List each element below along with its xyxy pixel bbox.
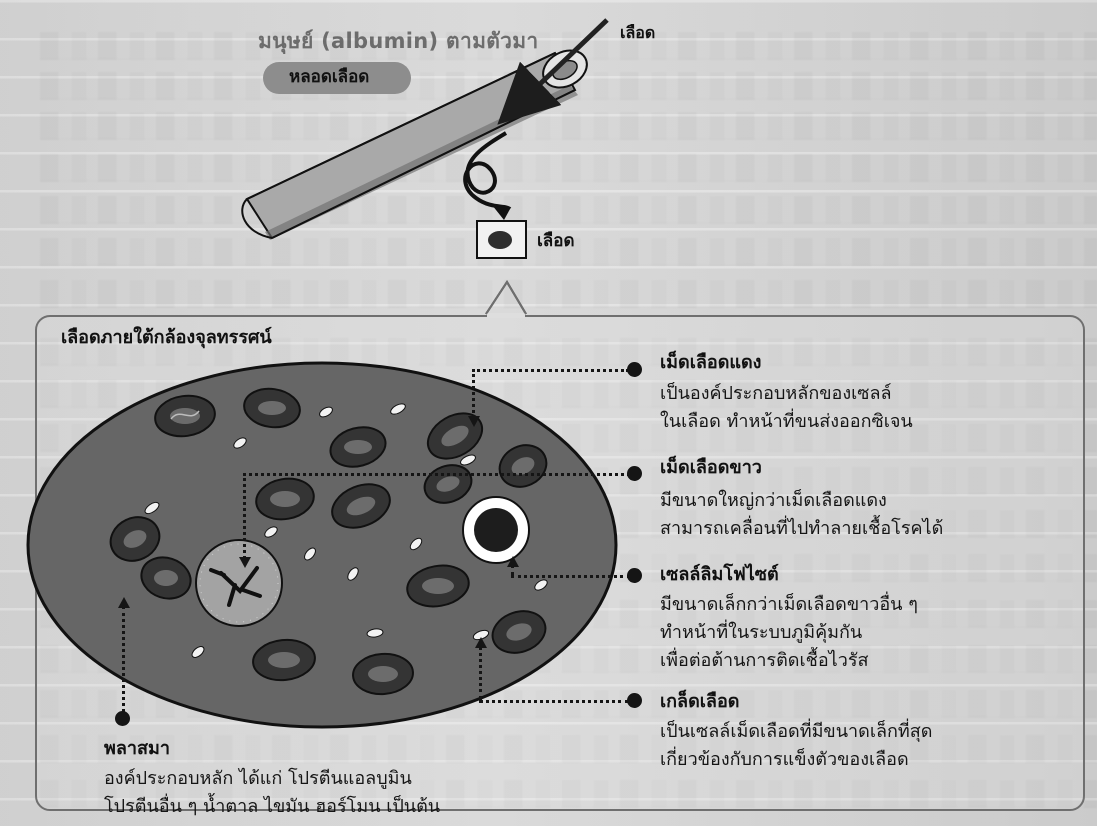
white-blood-cell-title: เม็ดเลือดขาว <box>660 458 762 478</box>
lymphocyte-title: เซลล์ลิมโฟไซต์ <box>660 565 779 585</box>
platelet-title: เกล็ดเลือด <box>660 692 739 712</box>
plasma-title: พลาสมา <box>104 739 170 759</box>
lymphocyte-marker <box>627 568 642 583</box>
platelet-marker <box>627 693 642 708</box>
lymphocyte-line: เพื่อต่อต้านการติดเชื้อไวรัส <box>660 647 918 675</box>
plasma-marker <box>115 711 130 726</box>
white-blood-cell-line: มีขนาดใหญ่กว่าเม็ดเลือดแดง <box>660 487 943 515</box>
white-blood-cell-line: สามารถเคลื่อนที่ไปทำลายเชื้อโรคได้ <box>660 515 943 543</box>
lymphocyte-icon <box>463 497 529 563</box>
white-blood-cell-icon <box>196 540 282 626</box>
plasma-description: องค์ประกอบหลัก ได้แก่ โปรตีนแอลบูมิน โปร… <box>104 765 440 821</box>
platelet-line: เป็นเซลล์เม็ดเลือดที่มีขนาดเล็กที่สุด <box>660 718 932 746</box>
lymphocyte-line: ทำหน้าที่ในระบบภูมิคุ้มกัน <box>660 619 918 647</box>
lymphocyte-description: มีขนาดเล็กกว่าเม็ดเลือดขาวอื่น ๆ ทำหน้าท… <box>660 591 918 675</box>
red-cell-marker <box>627 362 642 377</box>
platelet-line: เกี่ยวข้องกับการแข็งตัวของเลือด <box>660 746 932 774</box>
white-cell-marker <box>627 466 642 481</box>
plasma-line: องค์ประกอบหลัก ได้แก่ โปรตีนแอลบูมิน <box>104 765 440 793</box>
red-blood-cell-description: เป็นองค์ประกอบหลักของเซลล์ ในเลือด ทำหน้… <box>660 380 913 436</box>
white-blood-cell-description: มีขนาดใหญ่กว่าเม็ดเลือดแดง สามารถเคลื่อน… <box>660 487 943 543</box>
lymphocyte-line: มีขนาดเล็กกว่าเม็ดเลือดขาวอื่น ๆ <box>660 591 918 619</box>
platelet-description: เป็นเซลล์เม็ดเลือดที่มีขนาดเล็กที่สุด เก… <box>660 718 932 774</box>
plasma-line: โปรตีนอื่น ๆ น้ำตาล ไขมัน ฮอร์โมน เป็นต้… <box>104 793 440 821</box>
red-blood-cell-title: เม็ดเลือดแดง <box>660 353 761 373</box>
red-blood-cell-line: ในเลือด ทำหน้าที่ขนส่งออกซิเจน <box>660 408 913 436</box>
red-blood-cell-line: เป็นองค์ประกอบหลักของเซลล์ <box>660 380 913 408</box>
